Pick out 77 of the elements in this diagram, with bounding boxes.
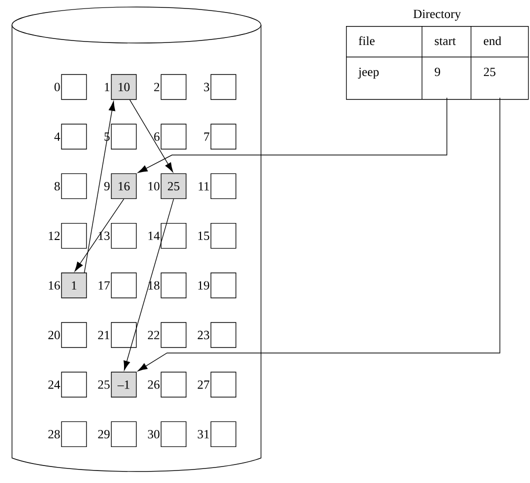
block-number: 29 (98, 430, 110, 438)
block-number: 26 (148, 380, 160, 389)
disk-block (110, 124, 137, 150)
block-number: 0 (54, 82, 60, 92)
disk-block (210, 173, 236, 200)
disk-block: 10 (110, 74, 137, 100)
disk-block (160, 421, 186, 448)
table-cell: end (484, 36, 502, 46)
block-number: 12 (48, 232, 60, 240)
arrow (138, 97, 448, 173)
disk-block (110, 272, 137, 298)
disk-drawing (12, 6, 262, 472)
arrow (138, 97, 500, 372)
block-number: 19 (198, 281, 210, 290)
block-number: 11 (198, 182, 209, 190)
disk-block (160, 222, 186, 249)
block-number: 13 (98, 232, 110, 240)
disk-block (61, 421, 87, 448)
disk-block (160, 272, 186, 298)
block-number: 31 (198, 430, 209, 438)
block-number: 24 (48, 380, 60, 389)
disk-block (110, 322, 137, 348)
block-number: 28 (48, 430, 60, 438)
block-number: 10 (148, 182, 160, 190)
disk-block: 25 (160, 173, 186, 200)
disk-block (160, 124, 186, 150)
disk-block (61, 322, 87, 348)
table-cell: start (434, 38, 456, 46)
block-number: 25 (98, 380, 110, 389)
block-number: 17 (98, 281, 110, 290)
disk-block: –1 (110, 372, 137, 398)
node-label: Directory (413, 10, 461, 21)
disk-block (210, 372, 236, 398)
disk-block (110, 222, 137, 249)
table-cell: jeep (358, 68, 379, 79)
disk-block (210, 322, 236, 348)
block-number: 4 (54, 132, 60, 141)
block-number: 15 (198, 232, 210, 240)
disk-block (61, 173, 87, 200)
disk-block (110, 421, 137, 448)
arrow (129, 100, 174, 172)
block-number: 20 (48, 330, 60, 340)
arrow (84, 101, 116, 273)
block-number: 6 (154, 132, 160, 141)
table-cell: 25 (484, 68, 496, 76)
disk-block: 1 (61, 272, 87, 298)
disk-block (210, 74, 236, 100)
disk-block (61, 74, 87, 100)
disk-block (210, 421, 236, 448)
table-cell: file (358, 36, 375, 46)
arrow (74, 198, 124, 272)
disk-block (210, 272, 236, 298)
block-number: 9 (104, 182, 110, 190)
disk-block (210, 124, 236, 150)
block-number: 16 (48, 281, 60, 290)
block-number: 2 (154, 82, 160, 92)
disk-block (160, 322, 186, 348)
block-number: 22 (148, 330, 160, 340)
arrow (124, 198, 174, 370)
block-number: 7 (204, 132, 210, 141)
disk-block (160, 74, 186, 100)
block-number: 23 (198, 330, 210, 340)
disk-block (61, 124, 87, 150)
table-cell: 9 (434, 68, 440, 76)
block-number: 14 (148, 232, 160, 240)
disk-block (61, 372, 87, 398)
block-number: 18 (148, 281, 160, 290)
block-number: 21 (98, 330, 110, 340)
disk-block (210, 222, 236, 249)
block-number: 8 (54, 182, 60, 190)
block-number: 27 (198, 380, 210, 389)
disk-block (61, 222, 87, 249)
block-number: 30 (148, 430, 160, 438)
disk-block: 16 (110, 173, 137, 200)
disk-block (160, 372, 186, 398)
block-number: 1 (104, 82, 110, 92)
block-number: 3 (204, 82, 210, 92)
